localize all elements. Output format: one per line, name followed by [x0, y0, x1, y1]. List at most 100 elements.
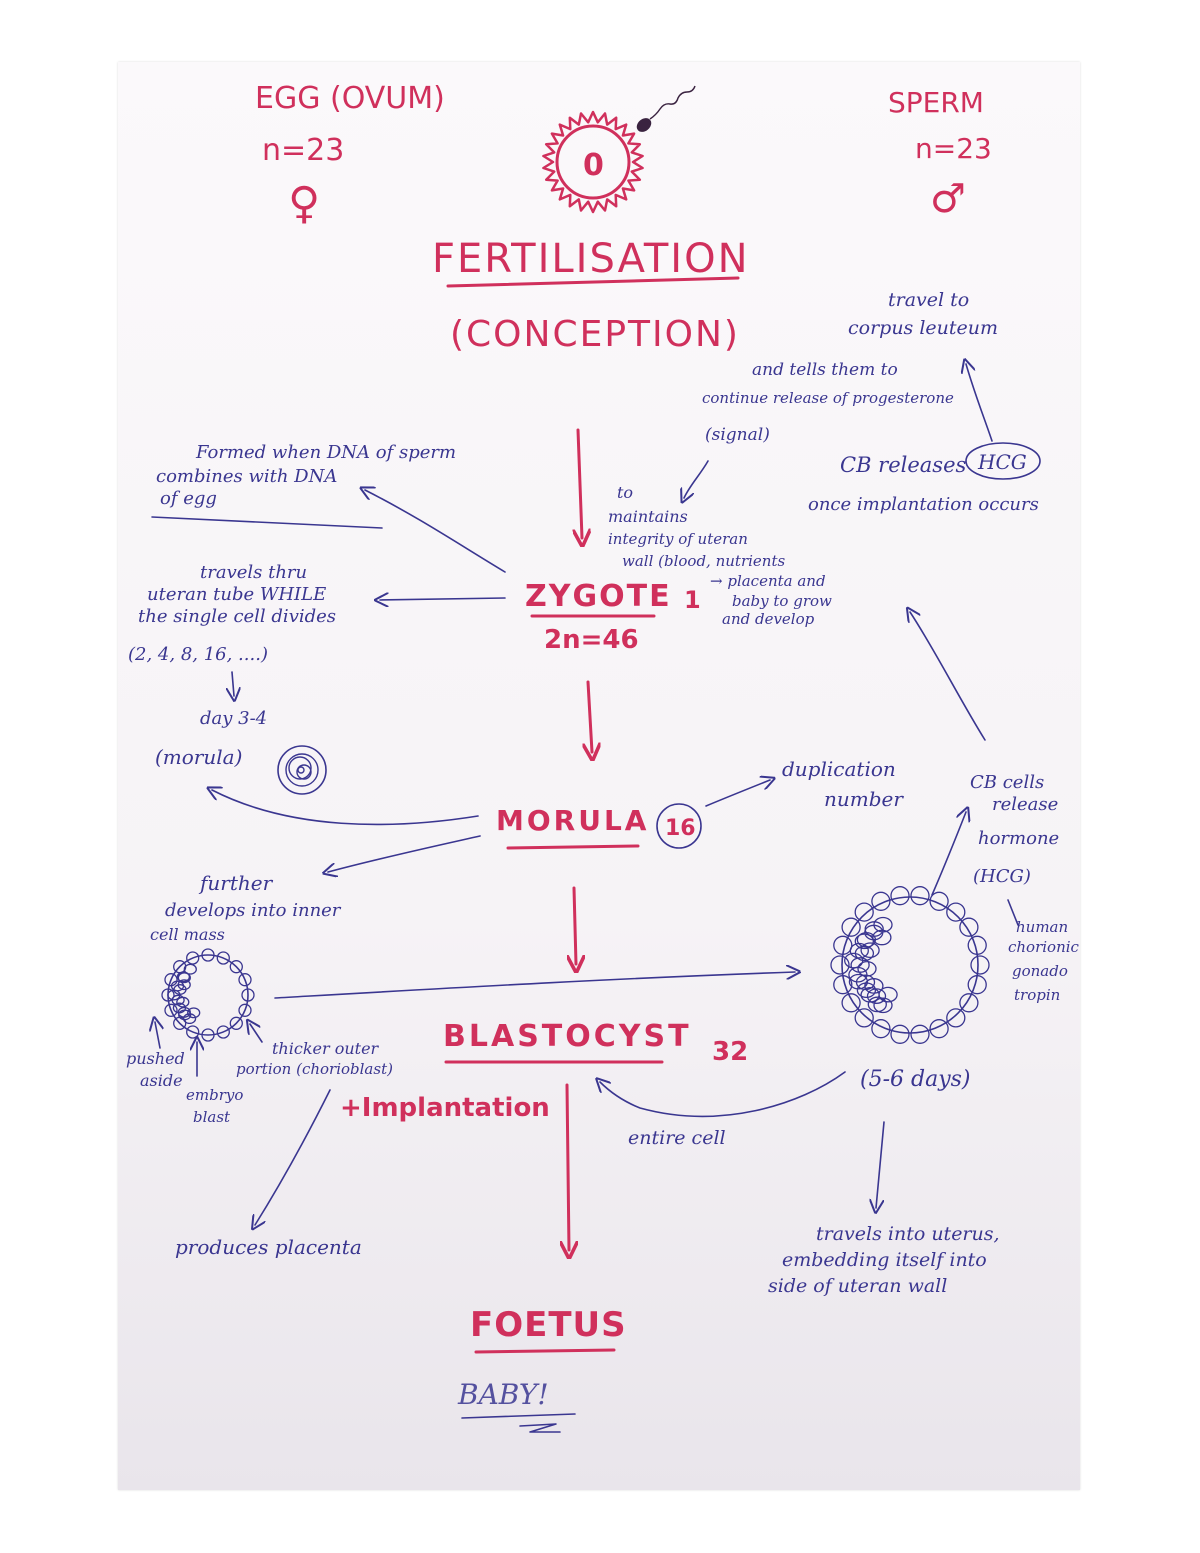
blastocyst-title: BLASTOCYST [443, 1019, 692, 1054]
duplication-note-line2: number [824, 787, 904, 811]
maintain-note-line5: → placenta and [710, 572, 826, 590]
fertilisation-underline [446, 276, 740, 288]
hcg-circle [965, 442, 1041, 480]
arrow-signal-to-maintain [684, 460, 709, 498]
develops-note-line2: develops into inner [165, 900, 342, 921]
blastocyst-large-sketch-icon [830, 886, 990, 1044]
arrow-zygote-to-dna-note [365, 490, 506, 573]
baby-note: BABY! [457, 1378, 549, 1411]
travel-note-line2: corpus leuteum [848, 317, 998, 339]
morula-count-circle [656, 803, 702, 849]
arrow-blastocyst-to-foetus [567, 1083, 569, 1250]
maintain-note-line2: maintains [608, 507, 688, 526]
signal-note: (signal) [705, 425, 770, 445]
maintain-note-line1: to [617, 483, 633, 502]
dna-note-underline [151, 516, 383, 529]
develops-note-line1: further [198, 871, 274, 895]
pushed-label-line2: aside [140, 1071, 183, 1090]
travels-note-line5: day 3-4 [200, 708, 267, 729]
duplication-note-line1: duplication [782, 757, 896, 781]
maintain-note-line3: integrity of uteran [608, 530, 748, 548]
maintain-note-line7: and develop [722, 610, 815, 628]
cb-cells-line1: CB cells [970, 772, 1044, 793]
fertilisation-title: FERTILISATION [432, 236, 750, 282]
dna-note-line2: combines with DNA [156, 466, 337, 487]
arrow-hcg-to-corpus [966, 364, 993, 442]
arrow-morula-to-develops [328, 835, 481, 872]
foetus-title: FOETUS [470, 1305, 627, 1345]
cb-releases-note: CB releases [840, 453, 967, 477]
uterus-note-line2: embedding itself into [782, 1249, 987, 1271]
arrow-blastocyst-to-cb-cells [931, 812, 966, 896]
morula-title: MORULA [496, 804, 649, 837]
arrow-to-day-note [232, 671, 234, 696]
thicker-label-line2: portion (chorioblast) [236, 1060, 393, 1078]
morula-count: 16 [665, 816, 696, 841]
hcg-expansion-tick [1007, 899, 1019, 926]
blastocyst-count: 32 [712, 1037, 748, 1067]
travels-note-line2: uteran tube WHILE [147, 584, 326, 605]
male-symbol-icon: ♂ [930, 176, 966, 222]
maintain-note-line6: baby to grow [732, 592, 832, 610]
arrow-fertilisation-to-zygote [578, 428, 582, 538]
egg-cell-icon: 0 [542, 110, 644, 214]
cb-cells-line7: gonado [1012, 962, 1068, 980]
arrow-zygote-to-travels-note [380, 598, 506, 600]
arrow-to-uterus-note [876, 1121, 885, 1208]
travels-note-line6: (morula) [155, 745, 242, 769]
arrow-to-placenta-note [255, 1089, 331, 1225]
travels-note-line1: travels thru [200, 562, 307, 583]
egg-title: EGG (OVUM) [255, 81, 445, 116]
sperm-count: n=23 [915, 132, 992, 165]
arrow-pushed-aside [155, 1022, 160, 1049]
cb-cells-line8: tropin [1014, 986, 1060, 1004]
female-symbol-icon: ♀ [288, 178, 320, 229]
cb-cells-line3: hormone [978, 828, 1059, 849]
uterus-note-line1: travels into uterus, [816, 1223, 1000, 1245]
cb-cells-line6: chorionic [1008, 938, 1080, 956]
sperm-icon [636, 85, 696, 132]
implantation-label: +Implantation [340, 1093, 550, 1123]
arrow-zygote-to-morula [588, 680, 592, 752]
egg-cell-label: 0 [583, 148, 604, 183]
arrow-days-to-blastocyst [600, 1071, 846, 1118]
cb-cells-line2: release [992, 794, 1058, 815]
entire-cell-note: entire cell [628, 1127, 726, 1149]
cb-cells-line5: human [1016, 918, 1068, 936]
cb-cells-line4: (HCG) [973, 866, 1031, 887]
zygote-mark: 1 [684, 586, 701, 614]
arrow-morula-to-blastocyst [574, 886, 576, 964]
arrow-thicker-outer [250, 1024, 263, 1043]
thicker-label-line1: thicker outer [272, 1039, 380, 1058]
zygote-title: ZYGOTE [525, 579, 672, 614]
pushed-label-line1: pushed [126, 1049, 185, 1068]
travels-note-line4: (2, 4, 8, 16, ....) [128, 644, 268, 665]
tells-note-line2: continue release of progesterone [702, 389, 954, 407]
arrow-small-to-big-blastocyst [274, 972, 795, 999]
morula-sketch-icon [277, 745, 327, 795]
tells-note-line1: and tells them to [752, 360, 898, 380]
egg-count: n=23 [262, 133, 344, 168]
arrow-cb-cells-to-hcg [910, 612, 986, 741]
zygote-count: 2n=46 [544, 625, 639, 655]
once-implantation-note: once implantation occurs [808, 494, 1039, 515]
arrow-morula-to-duplication [705, 780, 770, 807]
embryo-label-line1: embryo [186, 1086, 243, 1104]
conception-subtitle: (CONCEPTION) [450, 314, 740, 355]
morula-underline [506, 844, 640, 850]
travel-note-line1: travel to [888, 289, 969, 311]
uterus-note-line3: side of uteran wall [768, 1275, 947, 1297]
blastocyst-days: (5-6 days) [860, 1067, 971, 1092]
baby-underline [461, 1413, 576, 1433]
travels-note-line3: the single cell divides [138, 606, 336, 627]
blastocyst-small-sketch-icon [161, 948, 255, 1042]
hcg-label: HCG [977, 450, 1027, 474]
develops-note-line3: cell mass [150, 925, 225, 944]
dna-note-line3: of egg [160, 488, 217, 509]
sperm-title: SPERM [888, 86, 984, 119]
maintain-note-line4: wall (blood, nutrients [622, 552, 785, 570]
dna-note-line1: Formed when DNA of sperm [195, 442, 456, 463]
foetus-underline [474, 1348, 616, 1354]
embryo-label-line2: blast [193, 1108, 231, 1126]
